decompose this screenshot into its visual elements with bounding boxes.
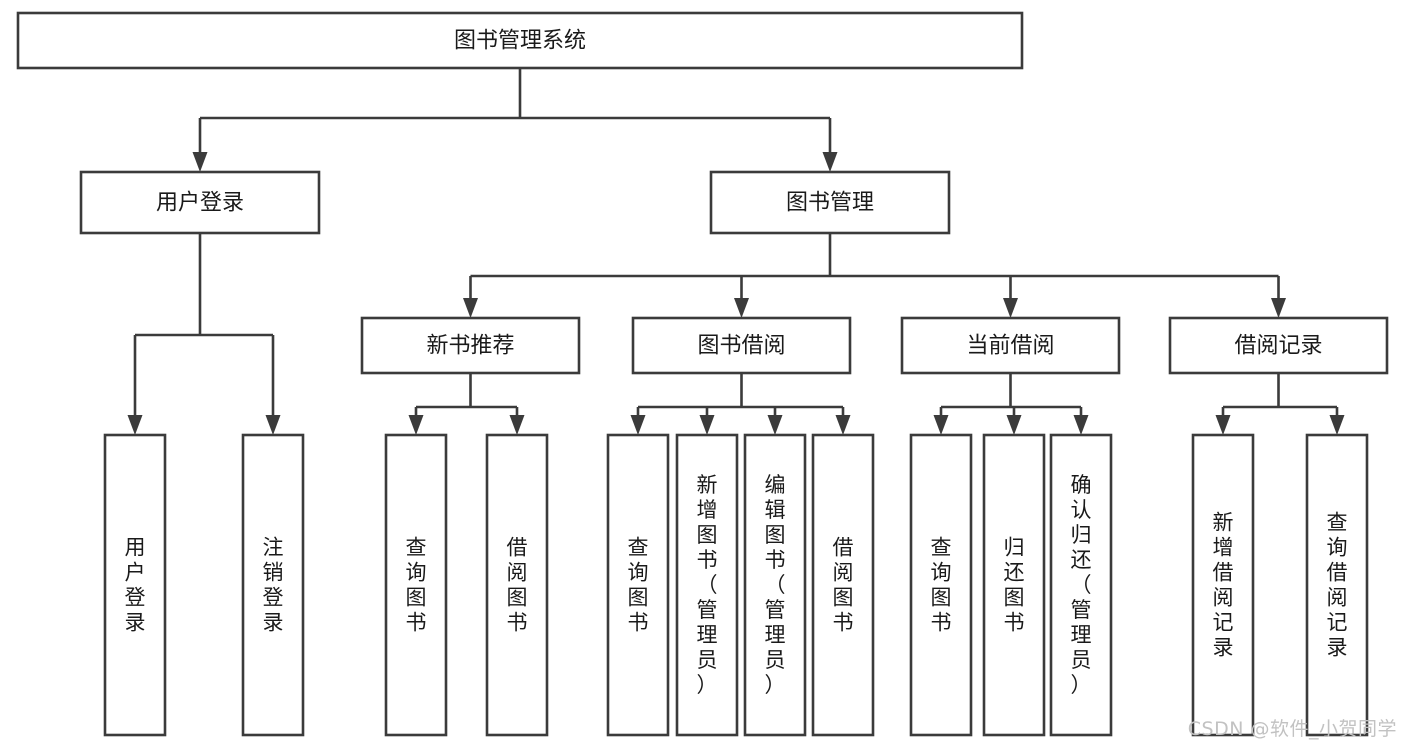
node-leaf-return-book-label: 归还图书 [1004, 536, 1025, 635]
node-leaf-add-record-box[interactable] [1191, 433, 1255, 737]
node-leaf-add-record-label: 新增借阅记录 [1213, 511, 1234, 660]
node-leaf-query-book-borrow[interactable]: 查询图书 [606, 433, 670, 737]
edge-l2-to-l3-0-head [463, 298, 478, 318]
node-leaf-query-record-label: 查询借阅记录 [1327, 511, 1348, 660]
node-leaf-confirm-return-box[interactable] [1049, 433, 1113, 737]
node-leaf-query-book-current[interactable]: 查询图书 [909, 433, 973, 737]
node-user-login-box[interactable] [79, 170, 321, 235]
edge-book-borrow-leaf-3-head [835, 415, 851, 435]
edge-l2-to-l3-1-head [734, 298, 749, 318]
node-root-root-box[interactable] [16, 11, 1024, 70]
node-book-borrow-label: 图书借阅 [697, 334, 785, 359]
node-leaf-borrow-book-rec-label: 借阅图书 [507, 536, 528, 635]
node-new-book-recommend-label: 新书推荐 [426, 334, 514, 359]
node-leaf-borrow-book-label: 借阅图书 [833, 536, 854, 635]
node-leaf-add-book[interactable]: 新增图书（管理员） [675, 433, 739, 737]
edge-current-borrow-leaf-1-head [1006, 415, 1022, 435]
edge-l2-to-l3-2-head [1003, 298, 1018, 318]
node-leaf-edit-book-box[interactable] [743, 433, 807, 737]
node-leaf-add-record[interactable]: 新增借阅记录 [1191, 433, 1255, 737]
edge-user-login-leaf-0-head [127, 415, 143, 435]
node-book-borrow[interactable]: 图书借阅 [631, 316, 852, 375]
node-book-borrow-box[interactable] [631, 316, 852, 375]
node-borrow-records[interactable]: 借阅记录 [1168, 316, 1389, 375]
node-new-book-recommend[interactable]: 新书推荐 [360, 316, 581, 375]
node-leaf-confirm-return-label: 确认归还（管理员） [1071, 473, 1092, 697]
node-user-login[interactable]: 用户登录 [79, 170, 321, 235]
node-leaf-query-book-rec-label: 查询图书 [406, 536, 427, 635]
node-book-manage[interactable]: 图书管理 [709, 170, 951, 235]
edge-root-to-l2-1-head [822, 152, 838, 172]
edge-current-borrow-leaf-2-head [1073, 415, 1089, 435]
node-leaf-query-book-borrow-box[interactable] [606, 433, 670, 737]
node-current-borrow-box[interactable] [900, 316, 1121, 375]
node-leaf-edit-book[interactable]: 编辑图书（管理员） [743, 433, 807, 737]
node-leaf-add-book-label: 新增图书（管理员） [697, 473, 718, 697]
node-leaf-borrow-book-box[interactable] [811, 433, 875, 737]
edge-l2-to-l3-3-head [1271, 298, 1286, 318]
node-leaf-confirm-return[interactable]: 确认归还（管理员） [1049, 433, 1113, 737]
edges-layer [127, 68, 1345, 435]
edge-new-book-recommend-leaf-0-head [408, 415, 424, 435]
node-current-borrow[interactable]: 当前借阅 [900, 316, 1121, 375]
node-leaf-borrow-book-rec[interactable]: 借阅图书 [485, 433, 549, 737]
edge-root-to-l2-0-head [192, 152, 208, 172]
node-leaf-query-record[interactable]: 查询借阅记录 [1305, 433, 1369, 737]
edge-borrow-records-leaf-0-head [1215, 415, 1231, 435]
node-borrow-records-box[interactable] [1168, 316, 1389, 375]
node-borrow-records-label: 借阅记录 [1234, 334, 1322, 359]
node-leaf-query-book-current-box[interactable] [909, 433, 973, 737]
node-leaf-return-book-box[interactable] [982, 433, 1046, 737]
node-root-root[interactable]: 图书管理系统 [16, 11, 1024, 70]
node-leaf-logout[interactable]: 注销登录 [241, 433, 305, 737]
node-leaf-user-login-label: 用户登录 [125, 536, 146, 635]
edge-user-login-leaf-1-head [265, 415, 281, 435]
edge-current-borrow-leaf-0-head [933, 415, 949, 435]
node-leaf-logout-box[interactable] [241, 433, 305, 737]
node-leaf-query-book-rec-box[interactable] [384, 433, 448, 737]
node-leaf-logout-label: 注销登录 [263, 536, 284, 635]
edge-borrow-records-leaf-1-head [1329, 415, 1345, 435]
node-leaf-query-book-current-label: 查询图书 [931, 536, 952, 635]
node-book-manage-box[interactable] [709, 170, 951, 235]
edge-new-book-recommend-leaf-1-head [509, 415, 525, 435]
edge-book-borrow-leaf-2-head [767, 415, 783, 435]
node-leaf-query-record-box[interactable] [1305, 433, 1369, 737]
node-leaf-query-book-rec[interactable]: 查询图书 [384, 433, 448, 737]
node-new-book-recommend-box[interactable] [360, 316, 581, 375]
node-root-root-label: 图书管理系统 [454, 29, 586, 54]
node-leaf-borrow-book[interactable]: 借阅图书 [811, 433, 875, 737]
node-leaf-edit-book-label: 编辑图书（管理员） [765, 473, 786, 697]
node-leaf-query-book-borrow-label: 查询图书 [628, 536, 649, 635]
node-leaf-user-login[interactable]: 用户登录 [103, 433, 167, 737]
node-leaf-user-login-box[interactable] [103, 433, 167, 737]
node-current-borrow-label: 当前借阅 [966, 334, 1054, 359]
node-leaf-return-book[interactable]: 归还图书 [982, 433, 1046, 737]
node-leaf-add-book-box[interactable] [675, 433, 739, 737]
nodes-layer: 图书管理系统用户登录图书管理新书推荐图书借阅当前借阅借阅记录用户登录注销登录查询… [16, 11, 1389, 737]
node-user-login-label: 用户登录 [156, 191, 244, 216]
node-book-manage-label: 图书管理 [786, 191, 874, 216]
edge-book-borrow-leaf-0-head [630, 415, 646, 435]
node-leaf-borrow-book-rec-box[interactable] [485, 433, 549, 737]
edge-book-borrow-leaf-1-head [699, 415, 715, 435]
